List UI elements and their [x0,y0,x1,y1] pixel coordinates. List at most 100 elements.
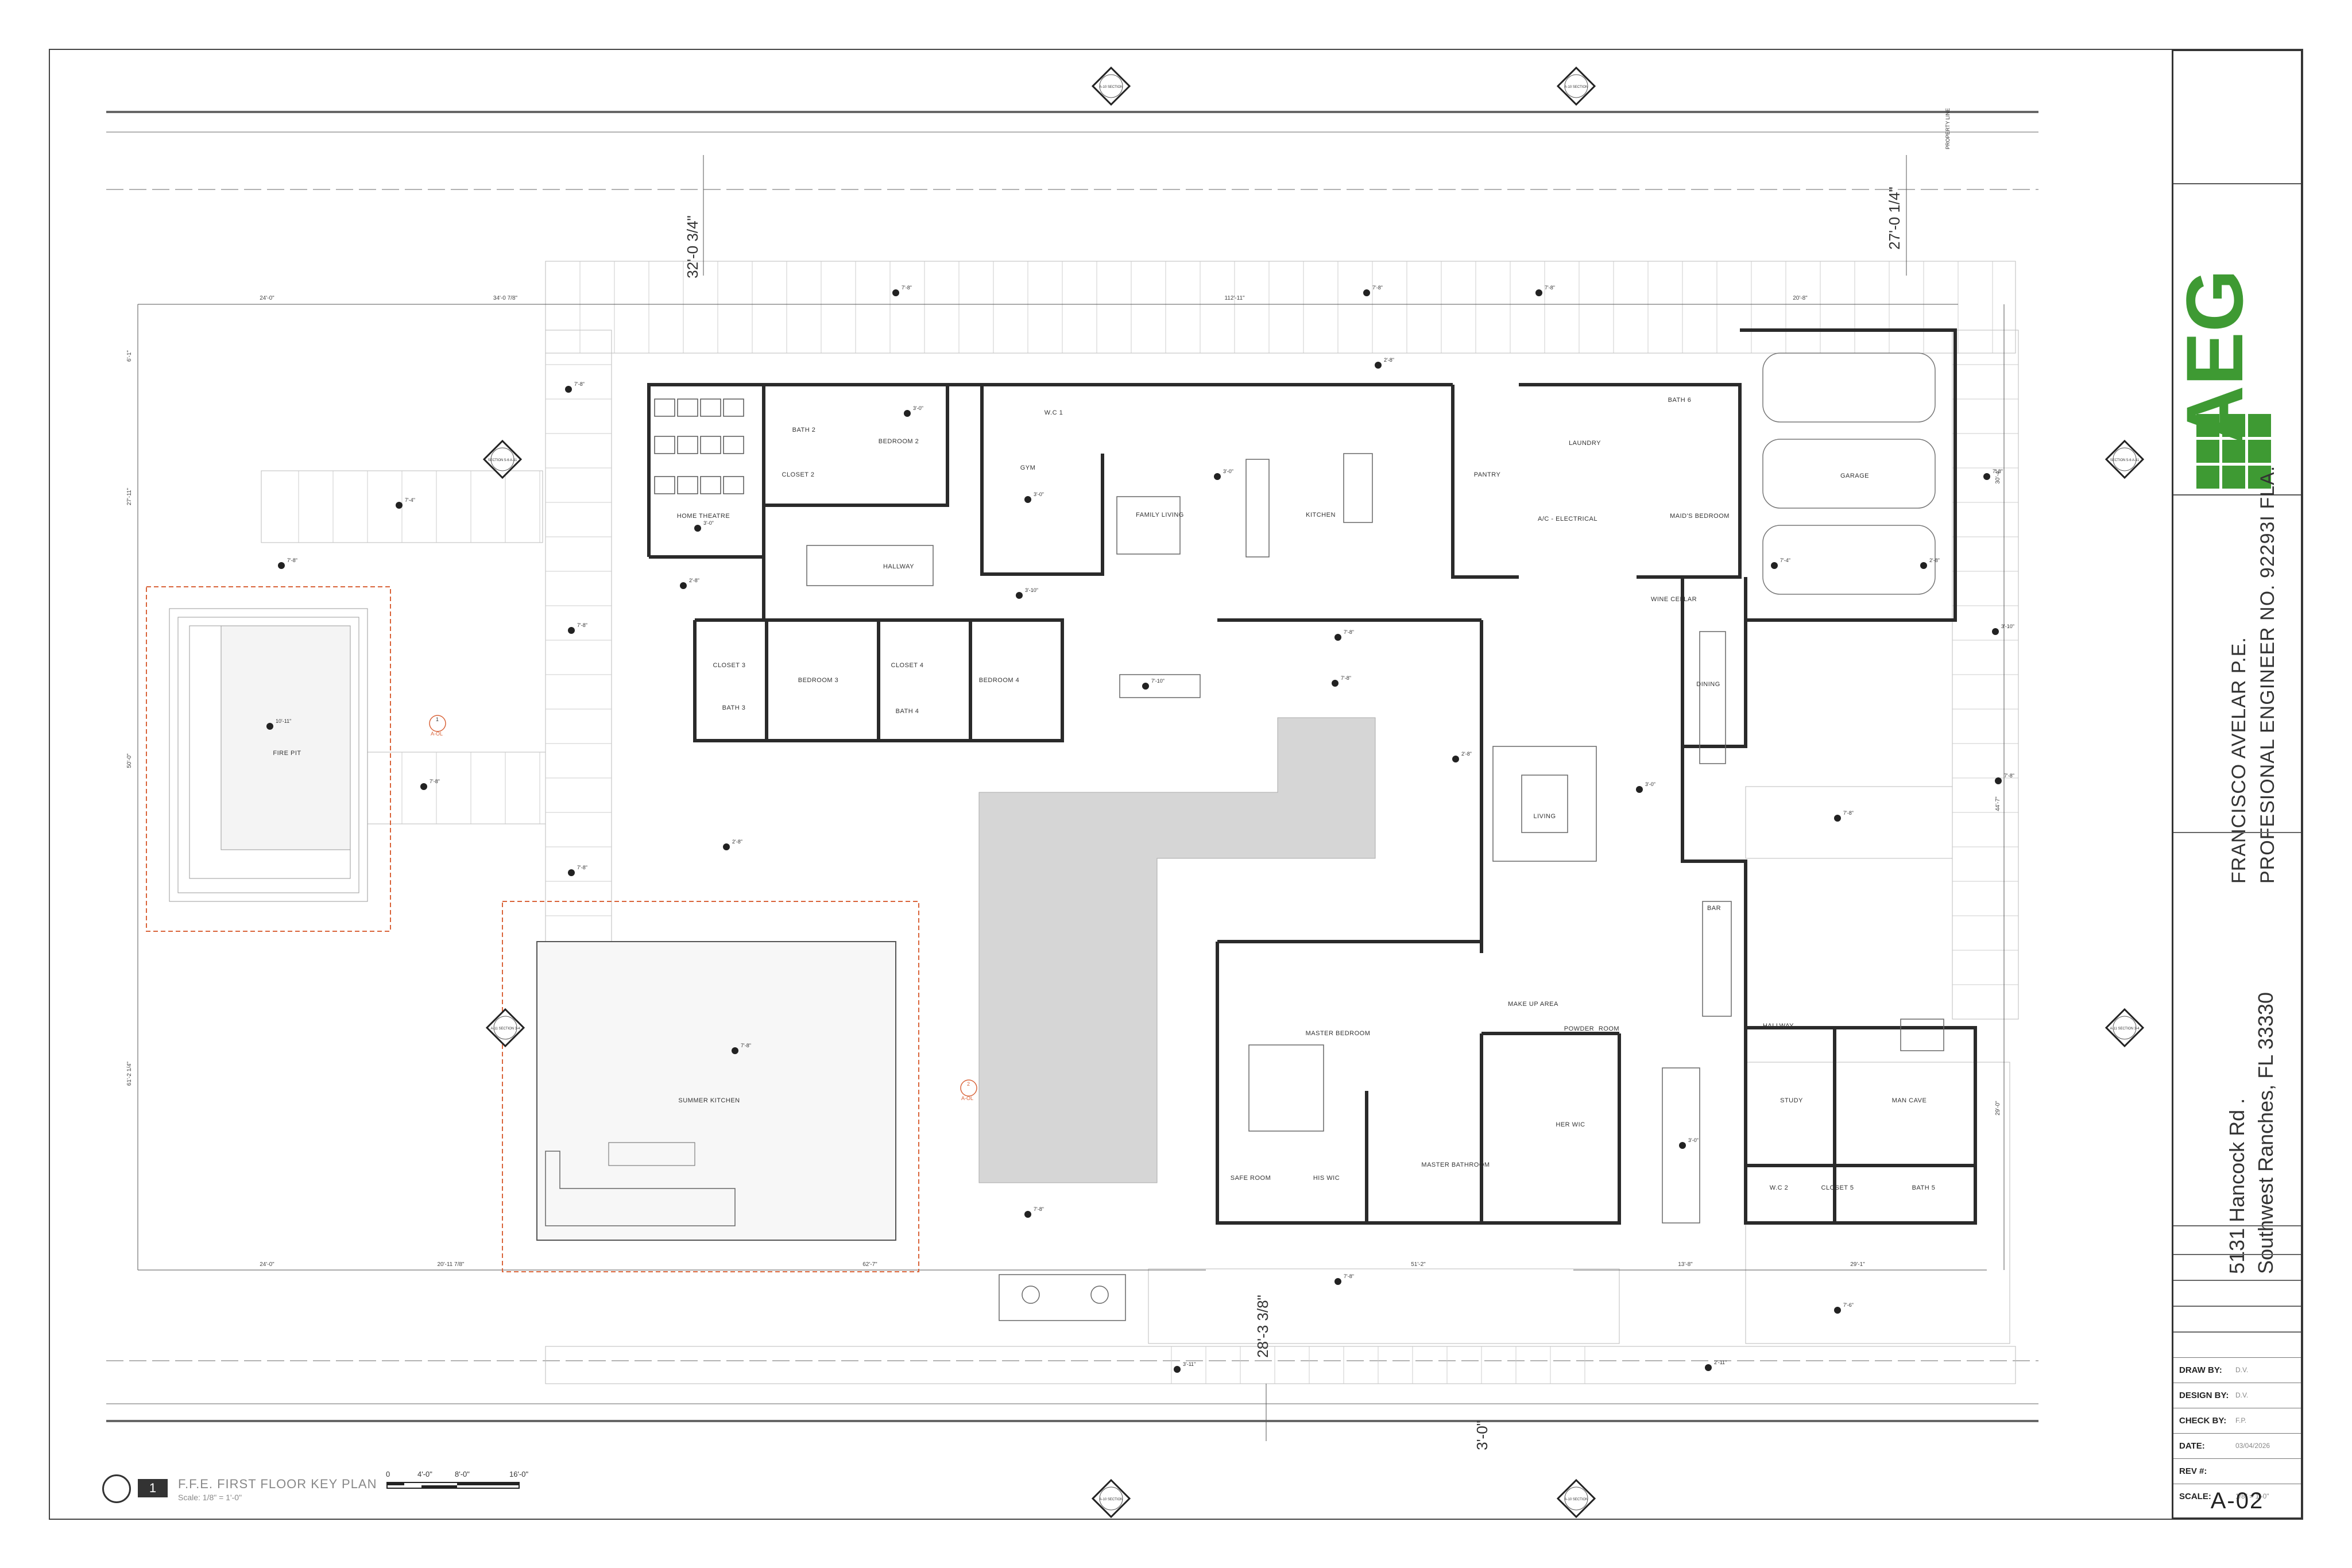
room-labels: HOME THEATRE BATH 2 CLOSET 2 BEDROOM 2 G… [273,397,1935,1191]
room-closet4: CLOSET 4 [891,662,924,669]
level-marker-text: 2'-8" [1461,751,1472,757]
level-marker-text: 7'-8" [902,285,912,291]
fire-pit-deck [146,586,391,932]
section-marker-bot-right: A-10 SECTION [1556,1478,1596,1519]
room-kitchen: KITCHEN [1306,512,1336,518]
section-marker-top-left: A-10 SECTION [1091,66,1131,106]
room-closet5: CLOSET 5 [1821,1184,1854,1191]
svg-text:A-11 SECTION 3-4: A-11 SECTION 3-4 [2110,1027,2140,1031]
room-his-wic: HIS WIC [1313,1175,1340,1182]
level-marker: 2'-8" [1375,357,1394,369]
theatre-seating [654,398,744,494]
level-marker-text: 7'-8" [1344,629,1354,635]
room-summer-kitchen: SUMMER KITCHEN [678,1097,740,1104]
level-marker-text: 7'-8" [1344,1273,1354,1279]
level-marker: 7'-8" [1332,675,1351,687]
room-powder: POWDER [1564,1025,1595,1032]
section-marker-bot-left: A-10 SECTION [1091,1478,1131,1519]
level-marker-text: 7'-8" [2004,773,2014,779]
level-markers: 7'-8" 7'-8" 7'-8" 2'-8" 3'-0" 3'-0" 3'-0" 3'-0"… [266,285,2014,1373]
level-marker-text: 7'-8" [577,622,587,628]
room-maids-bedroom: MAID'S BEDROOM [1670,513,1730,520]
property-lines [106,111,2038,1422]
level-marker: 3'-0" [1024,491,1044,503]
engineer-license: PROFESIONAL ENGINEER NO. 92293I FLA. [2257,465,2278,884]
dim-left-6: 6'-1" [126,350,133,362]
room-fire-pit: FIRE PIT [273,750,301,757]
level-marker-text: 3'-10" [2001,624,2014,629]
room-gym: GYM [1020,464,1036,471]
scale-tick-3: 16'-0" [509,1470,529,1478]
room-room: ROOM [1599,1025,1619,1032]
level-marker-text: 3'-0" [1645,781,1655,787]
level-marker: 7'-8" [732,1043,751,1054]
level-marker: 3'-0" [1636,781,1655,793]
level-marker: 3'-10" [1016,587,1038,599]
level-marker-text: 3'-11" [1183,1361,1196,1367]
room-master-bedroom: MASTER BEDROOM [1306,1030,1371,1037]
scale-tick-1: 4'-0" [417,1470,432,1478]
level-marker: 7'-8" [1334,629,1354,641]
garage-cars [1762,353,1936,595]
paver-grid-lines [298,261,2018,1384]
level-marker: 3'-0" [1214,469,1233,480]
room-bedroom4: BEDROOM 4 [979,677,1020,684]
room-wine-cellar: WINE CELLAR [1651,596,1697,603]
summer-kitchen-deck [502,901,919,1272]
dim-27-0-14: 27'-0 1/4" [1886,187,1903,250]
room-dining: DINING [1696,681,1720,688]
svg-text:2: 2 [967,1081,970,1087]
level-marker: 3'-0" [694,520,714,532]
level-marker-text: 7'-6" [1843,1302,1854,1308]
room-make-up-area: MAKE UP AREA [1508,1001,1558,1008]
sheet-border [49,49,2303,1520]
level-marker: 7'-4" [396,497,415,509]
level-marker: 2'-8" [1452,751,1472,762]
dim-left-50: 50'-0" [126,753,133,768]
level-marker-text: 7'-8" [741,1043,751,1048]
room-man-cave: MAN CAVE [1892,1097,1927,1104]
dim-right-30: 30'-4" [1995,469,2001,484]
level-marker: 2'-8" [680,578,699,589]
dimension-lines [137,155,2005,1441]
svg-text:SECTION 5-6 A-11: SECTION 5-6 A-11 [2110,459,2140,462]
section-marker-right-mid: SECTION 5-6 A-11 [2105,439,2145,479]
level-marker: 7'-6" [1834,1302,1854,1314]
svg-text:A-10 SECTION: A-10 SECTION [1564,86,1588,89]
section-marker-right-low: A-11 SECTION 3-4 [2105,1008,2145,1048]
level-marker-text: 10'-11" [276,718,291,724]
room-hallway2: HALLWAY [1763,1023,1794,1029]
room-bedroom2: BEDROOM 2 [879,438,919,445]
level-marker: 7'-10" [1142,678,1165,690]
property-line-label: PROPERTY LINE [1945,108,1951,149]
level-marker: 7'-8" [1334,1273,1354,1285]
graphic-scale-bar: 0 4'-0" 8'-0" 16'-0" [386,1470,528,1504]
room-bedroom3: BEDROOM 3 [798,677,839,684]
scale-bar-graphic [386,1482,520,1489]
room-closet3: CLOSET 3 [713,662,746,669]
room-bath2: BATH 2 [792,427,816,433]
furniture [806,453,1944,1321]
level-marker: 7'-8" [278,557,297,569]
room-garage: GARAGE [1840,473,1869,479]
level-marker: 7'-4" [1771,557,1790,569]
project-address-street: 5131 Hancock Rd . [2225,1098,2249,1274]
level-marker: 7'-8" [1995,773,2014,784]
plan-scale: Scale: 1/8" = 1'-0" [178,1493,242,1502]
plan-title-block: 1 F.F.E. FIRST FLOOR KEY PLAN Scale: 1/8… [98,1470,557,1510]
room-bath6: BATH 6 [1668,397,1692,404]
level-marker: 10'-11" [266,718,291,730]
room-wc2: W.C 2 [1770,1184,1788,1191]
dim-bot-29: 29'-1" [1850,1261,1865,1268]
level-marker-text: 2'-8" [1384,357,1394,363]
sheet-number: A-02 [2173,1484,2301,1517]
svg-text:A-10 SECTION: A-10 SECTION [1564,1498,1588,1501]
pool [978,717,1376,1183]
level-marker: 3'-11" [1174,1361,1196,1373]
level-marker-text: 3'-0" [1688,1137,1699,1143]
aeg-logo-icon: AEG [2169,269,2271,489]
level-marker-text: 2'-11" [1714,1360,1727,1365]
level-marker-text: 7'-8" [287,557,297,563]
level-marker-text: 3'-0" [913,405,923,411]
